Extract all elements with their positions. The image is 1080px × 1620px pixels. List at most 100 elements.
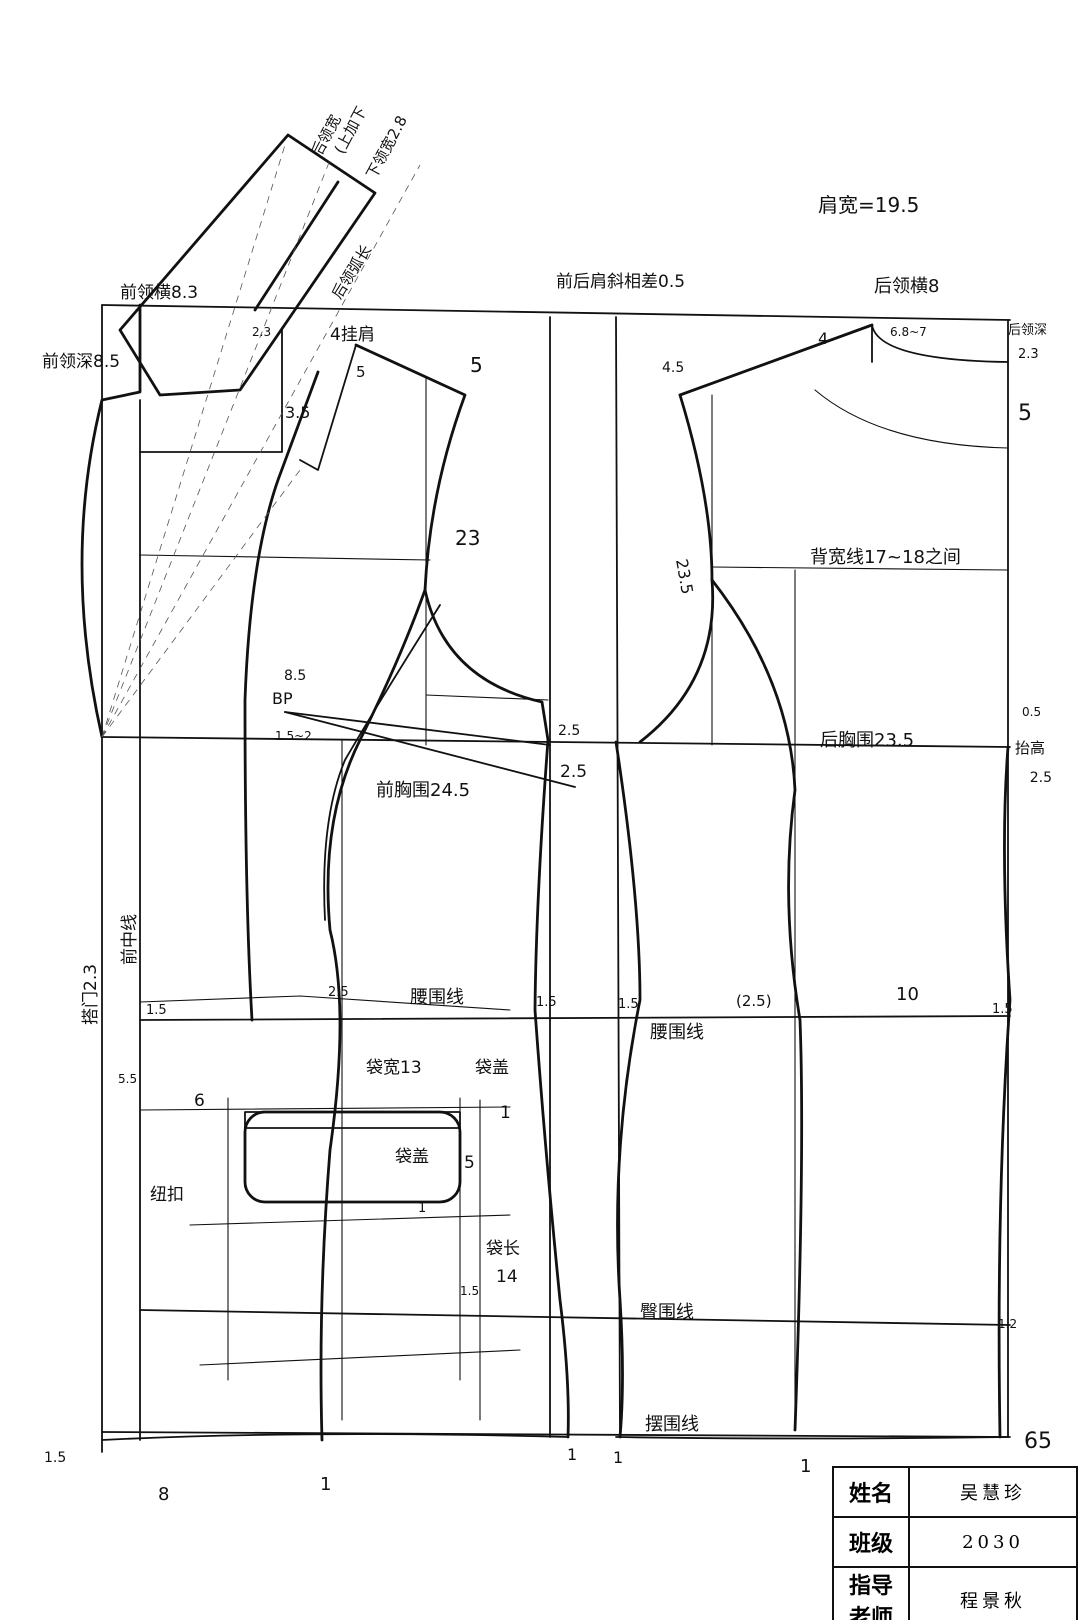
back-side-seam: [614, 740, 642, 1439]
back-side-frame: [615, 316, 621, 1438]
back-extra-label: 抬高: [1015, 739, 1045, 757]
placket-label: 搭门2.3: [81, 964, 101, 1025]
collar-guide-4: [101, 469, 301, 738]
pocket-bottom-line: [189, 1214, 511, 1226]
pocket-1b-label: 1: [418, 1201, 426, 1216]
hip-level-line: [139, 1309, 1011, 1326]
pocket-length-val-label: 14: [496, 1267, 518, 1287]
shoulder-width-label: 肩宽=19.5: [818, 193, 919, 217]
hem-level-line: [101, 1431, 1011, 1438]
waist-15-right-label: 1.5: [992, 1002, 1013, 1017]
pocket: [139, 1097, 521, 1421]
side-25b-label: 2.5: [560, 762, 587, 782]
waist-25-label: 2.5: [328, 985, 349, 1000]
teacher-label: 指导老师: [832, 1566, 910, 1620]
bp-label: BP: [272, 689, 293, 708]
bp-line-1: [284, 711, 576, 788]
title-block-name-row: 姓名 吴慧珍: [832, 1466, 1078, 1518]
side-25a-label: 2.5: [558, 723, 580, 739]
back-yoke-curve: [814, 389, 1009, 449]
front-neck-depth-label: 前领深8.5: [42, 352, 120, 372]
bottom-1c-label: 1: [613, 1448, 623, 1467]
name-value: 吴慧珍: [908, 1466, 1078, 1518]
front-chest-label: 前胸围24.5: [376, 780, 470, 801]
chest-line: [101, 736, 1011, 748]
back-neck-depth-label: 后领深: [1008, 323, 1047, 338]
front-dart-line: [243, 370, 320, 1022]
back-neck-range-label: 6.8~7: [890, 325, 927, 339]
pocket-flap: [244, 1111, 461, 1129]
back-width-line: [711, 566, 1009, 571]
front-5b-label: 5: [356, 363, 366, 381]
back-5-label: 5: [1018, 401, 1032, 426]
front-hem: [101, 1433, 569, 1441]
front-lapel-curve: [80, 303, 142, 739]
center-back-seam: [997, 745, 1012, 1439]
armhole-floor: [425, 694, 549, 701]
button-label: 纽扣: [150, 1185, 184, 1205]
class-value: 2030: [908, 1516, 1078, 1568]
waist-15-left-label: 1.5: [146, 1003, 167, 1018]
back-princess-seam: [710, 578, 804, 1432]
bp-offset-label: 1.5~2: [275, 729, 312, 743]
lower-collar-label: 下领宽2.8: [363, 113, 411, 182]
front-armhole-label: 23: [455, 526, 480, 550]
bottom-1a-label: 1: [320, 1474, 331, 1495]
back-width-line-label: 背宽线17~18之间: [810, 547, 961, 568]
pocket-depth-label: 5.5: [118, 1072, 137, 1086]
pocket-width-label: 袋宽13: [366, 1058, 422, 1078]
waist-line-label: 腰围线: [410, 987, 464, 1008]
front-5-label: 5: [470, 353, 483, 377]
front-bodice: [80, 303, 576, 1442]
front-side-seam: [533, 738, 570, 1439]
framework-lines: [101, 304, 1011, 1453]
bottom-1b-label: 1: [567, 1445, 577, 1464]
pocket-15-label: 1.5: [460, 1284, 479, 1298]
lapel-outline: [299, 344, 357, 471]
front-width-line: [139, 554, 431, 561]
collar-inner-1: [253, 180, 340, 312]
front-armhole: [354, 343, 550, 742]
hip-12-label: 1.2: [998, 1317, 1017, 1331]
back-armhole-label: 23.5: [672, 557, 697, 595]
back-hem: [615, 1436, 1009, 1440]
name-label: 姓名: [832, 1466, 910, 1518]
waist-line-2-label: 腰围线: [650, 1022, 704, 1043]
shoulder-drop-label: 4挂肩: [330, 325, 375, 345]
bottom-1d-label: 1: [800, 1456, 811, 1477]
class-label: 班级: [832, 1516, 910, 1568]
front-neck-box: [139, 329, 283, 453]
hem-65-label: 65: [1024, 1429, 1052, 1454]
collar-guide-1: [101, 144, 286, 738]
pocket-flap-label: 袋盖: [395, 1147, 429, 1167]
bp-height-label: 8.5: [284, 668, 306, 684]
waist-level-line: [139, 1015, 1011, 1021]
back-shoulder-line: [678, 323, 874, 397]
front-neck-width-label: 前领横8.3: [120, 283, 198, 303]
back-neck-width-label: 后领横8: [874, 276, 939, 297]
back-neck-depth-val-label: 2.3: [1018, 347, 1039, 362]
front-princess-inner: [323, 604, 441, 921]
pocket-5-label: 5: [464, 1153, 475, 1173]
bp-line-2: [284, 711, 551, 746]
labels: 后领宽 (上加下 下领宽2.8 后领弧长 前领横8.3 前领深8.5 2.3 4…: [42, 104, 1052, 1505]
collar-guide-3: [101, 164, 421, 738]
bottom-8-label: 8: [158, 1484, 169, 1505]
pocket-top-line: [139, 1106, 511, 1111]
collar-step-label: 3.5: [285, 403, 310, 422]
pocket-guide-line: [199, 1349, 521, 1366]
pocket-flap-top-label: 袋盖: [475, 1058, 509, 1078]
waist-10-label: 10: [896, 984, 919, 1005]
pocket-6-label: 6: [194, 1091, 205, 1111]
pocket-1-label: 1: [500, 1103, 511, 1123]
back-neck-curve: [871, 324, 1009, 363]
back-chest-label: 后胸围23.5: [820, 730, 914, 751]
back-05-label: 0.5: [1022, 705, 1041, 719]
shoulder-diff-label: 前后肩斜相差0.5: [556, 272, 685, 292]
front-waist-curve: [139, 995, 511, 1011]
back-shoulder-45-label: 4.5: [662, 360, 684, 376]
hip-line-label: 臀围线: [640, 1302, 694, 1323]
back-bodice: [614, 323, 1012, 1440]
